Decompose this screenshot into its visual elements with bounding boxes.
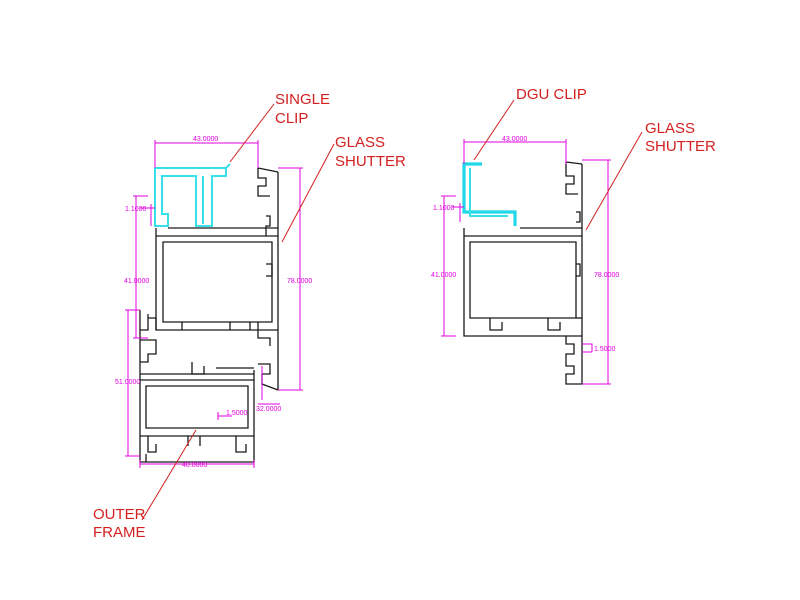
single-clip-label-line1: SINGLE <box>275 91 330 108</box>
left-annotations: SINGLE CLIP GLASS SHUTTER OUTER FRAME <box>93 91 406 541</box>
left-small-gap-dim: 1.5000 <box>226 410 248 417</box>
left-frame-depth-dim: 32.0000 <box>256 406 281 413</box>
left-dimension-lines: 43.0000 1.1000 41.0000 78.0000 51.0000 4… <box>115 136 312 469</box>
right-annotations: DGU CLIP GLASS SHUTTER <box>473 86 716 231</box>
outer-frame-label-line2: FRAME <box>93 524 146 541</box>
left-assembly: 43.0000 1.1000 41.0000 78.0000 51.0000 4… <box>93 91 406 541</box>
right-top-width-dim: 43.0000 <box>502 136 527 143</box>
left-clip-gap-dim: 1.1000 <box>125 206 147 213</box>
glass-shutter-right-label-line2: SHUTTER <box>645 138 716 155</box>
glass-shutter-left-label-line2: SHUTTER <box>335 153 406 170</box>
right-small-gap-dim: 1.5000 <box>594 346 616 353</box>
outer-frame-label-line1: OUTER <box>93 506 146 523</box>
right-glass-shutter-profile <box>463 161 583 385</box>
left-overall-height-dim: 78.0000 <box>287 278 312 285</box>
dgu-clip-shape <box>462 162 517 226</box>
single-clip-shape <box>154 163 231 227</box>
right-shutter-height-dim: 41.0000 <box>431 272 456 279</box>
right-overall-height-dim: 78.0000 <box>594 272 619 279</box>
dgu-clip-label: DGU CLIP <box>516 86 587 103</box>
left-shutter-height-dim: 41.0000 <box>124 278 149 285</box>
right-assembly: 43.0000 1.1000 41.0000 78.0000 1.5000 DG… <box>431 86 716 385</box>
single-clip-label-line2: CLIP <box>275 110 308 127</box>
left-glass-shutter-profile <box>155 167 279 391</box>
right-dimension-lines: 43.0000 1.1000 41.0000 78.0000 1.5000 <box>431 136 619 385</box>
left-frame-height-dim: 51.0000 <box>115 379 140 386</box>
outer-frame-profile <box>139 310 255 463</box>
left-bottom-width-dim: 40.0000 <box>182 462 207 469</box>
glass-shutter-left-label-line1: GLASS <box>335 134 385 151</box>
left-top-width-dim: 43.0000 <box>193 136 218 143</box>
glass-shutter-right-label-line1: GLASS <box>645 120 695 137</box>
right-clip-gap-dim: 1.1000 <box>433 205 455 212</box>
